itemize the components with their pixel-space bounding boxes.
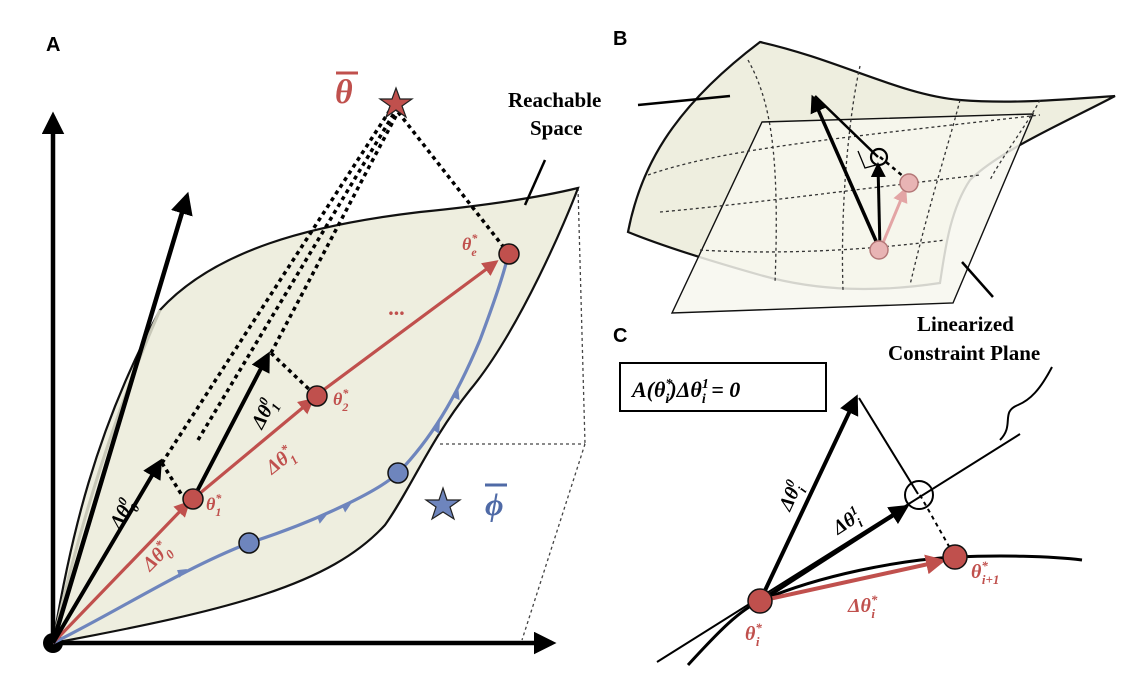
d-theta-i-star-label: Δθ*i	[847, 592, 878, 621]
surface-shading	[51, 309, 162, 644]
theta-i-label: θ*i	[745, 620, 762, 649]
theta-2-point	[306, 385, 328, 407]
constraint-line	[656, 433, 1021, 663]
linearized-leader	[961, 261, 994, 298]
panel-b-label: B	[613, 28, 627, 50]
projected-point	[869, 147, 889, 167]
panel-b-projection	[810, 94, 911, 251]
equation-box	[619, 362, 827, 412]
phi-point	[387, 462, 409, 484]
theta0-step-arrows	[51, 351, 270, 645]
theta-e-label: θ*e	[462, 231, 478, 259]
theta-bar-star-icon	[378, 86, 414, 119]
axes	[41, 111, 557, 655]
phi-bar-star-icon	[424, 486, 462, 521]
theta-i1-point	[942, 544, 968, 570]
c-projected-point	[904, 480, 934, 510]
b-end-point	[899, 173, 919, 193]
b-start-point	[869, 240, 889, 260]
phi-trajectory-arrowheads	[177, 388, 460, 578]
reachable-space-label-line2: Space	[530, 116, 583, 140]
reachable-space-leader	[523, 159, 547, 206]
panel-a-label: A	[46, 34, 60, 56]
theta-bar-label: θ	[335, 74, 353, 111]
theta-1-point	[182, 488, 204, 510]
theta-e-point	[498, 243, 520, 265]
theta-i-point	[747, 588, 773, 614]
linearized-label-line2: Constraint Plane	[888, 341, 1040, 365]
linearized-label-line1: Linearized	[917, 312, 1014, 336]
phi-point	[238, 532, 260, 554]
theta-1-label: θ*1	[206, 491, 222, 519]
panel-b: B Linearized Co	[613, 28, 1116, 365]
surface-grid	[647, 59, 1041, 291]
plane-leader	[999, 366, 1053, 441]
manifold-curve	[686, 554, 1083, 667]
theta-2-label: θ*2	[333, 386, 349, 414]
panel-c-arrows	[758, 394, 956, 603]
theta-i1-label: θ*i+1	[971, 558, 999, 587]
reachable-space-label-line1: Reachable	[508, 88, 601, 112]
surface-leader	[637, 94, 731, 107]
projection-dotted-lines	[160, 106, 511, 498]
theta-star-path	[51, 260, 499, 645]
panel-c-label: C	[613, 325, 627, 347]
phi-bar-label: ϕ	[485, 486, 504, 522]
panel-a: A	[41, 34, 601, 655]
box-dashed-edges	[440, 187, 586, 641]
ellipsis-label: ...	[389, 295, 406, 320]
